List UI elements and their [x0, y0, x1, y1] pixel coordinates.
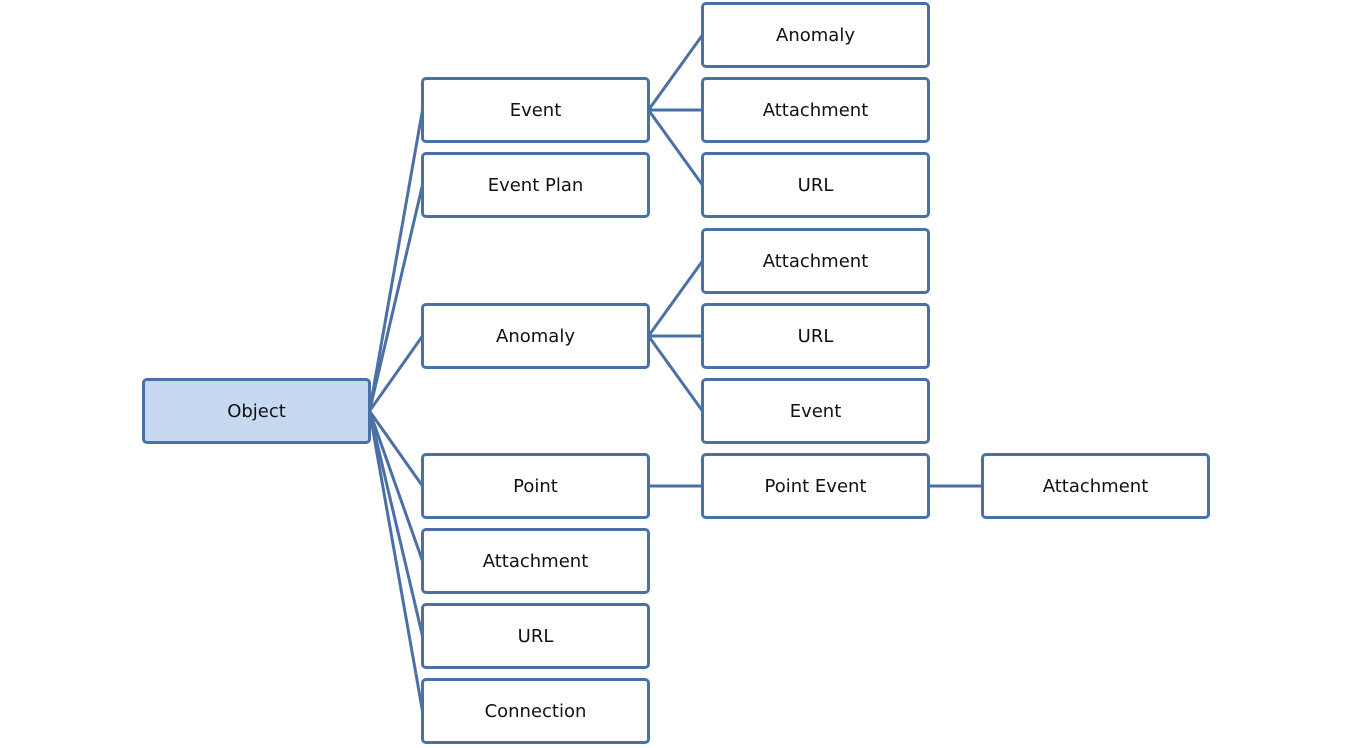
node-url-label: URL	[517, 625, 554, 647]
node-point-event: Point Event	[701, 453, 930, 519]
node-url: URL	[421, 603, 650, 669]
node-event-anomaly-label: Anomaly	[776, 24, 855, 46]
node-anomaly: Anomaly	[421, 303, 650, 369]
connector-object-to-attachment	[368, 410, 424, 562]
node-object-label: Object	[227, 400, 286, 422]
connector-object-to-event	[368, 109, 424, 412]
node-connection: Connection	[421, 678, 650, 744]
node-event-anomaly: Anomaly	[701, 2, 930, 68]
connector-object-to-connection	[368, 410, 424, 712]
node-connection-label: Connection	[484, 700, 587, 722]
node-anomaly-label: Anomaly	[496, 325, 575, 347]
connector-object-to-event-plan	[368, 184, 424, 412]
connector-anomaly-to-anomaly-event	[647, 335, 704, 412]
connector-event-to-event-url	[647, 109, 704, 186]
node-point-event-label: Point Event	[764, 475, 867, 497]
node-point-event-attachment-label: Attachment	[1042, 475, 1149, 497]
node-attachment-label: Attachment	[482, 550, 589, 572]
node-event-plan: Event Plan	[421, 152, 650, 218]
node-object: Object	[142, 378, 371, 444]
connector-object-to-point	[368, 410, 424, 487]
node-event-plan-label: Event Plan	[487, 174, 584, 196]
node-anomaly-attachment: Attachment	[701, 228, 930, 294]
node-anomaly-attachment-label: Attachment	[762, 250, 869, 272]
node-event-url-label: URL	[797, 174, 834, 196]
connector-object-to-url	[368, 410, 424, 637]
node-anomaly-event-label: Event	[789, 400, 842, 422]
node-anomaly-url: URL	[701, 303, 930, 369]
node-anomaly-event: Event	[701, 378, 930, 444]
node-point-label: Point	[513, 475, 558, 497]
connector-object-to-anomaly	[368, 335, 424, 412]
node-anomaly-url-label: URL	[797, 325, 834, 347]
node-point-event-attachment: Attachment	[981, 453, 1210, 519]
connector-event-to-event-anomaly	[647, 34, 704, 111]
node-event-label: Event	[509, 99, 562, 121]
node-event-url: URL	[701, 152, 930, 218]
node-attachment: Attachment	[421, 528, 650, 594]
node-event-attachment-label: Attachment	[762, 99, 869, 121]
connector-anomaly-to-anomaly-attachment	[647, 260, 704, 337]
node-event: Event	[421, 77, 650, 143]
node-point: Point	[421, 453, 650, 519]
node-event-attachment: Attachment	[701, 77, 930, 143]
